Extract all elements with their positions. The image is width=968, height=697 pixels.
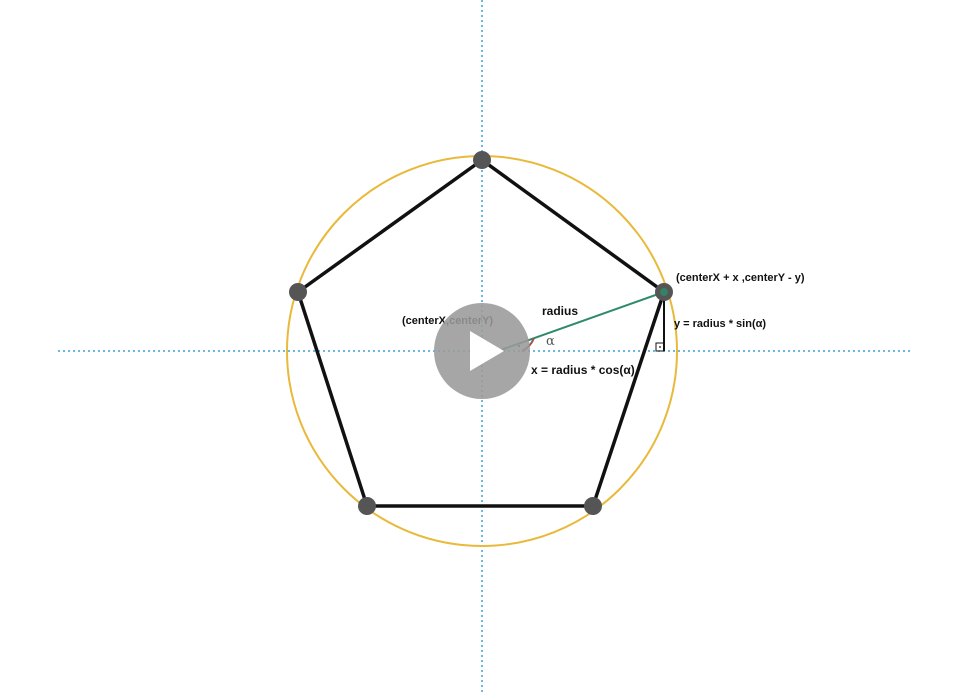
- right-angle-marker: [655, 342, 665, 352]
- x-formula-label: x = radius * cos(α): [531, 363, 635, 377]
- vertex-dot-lower-left: [358, 497, 376, 515]
- radius-label: radius: [542, 304, 578, 318]
- play-button[interactable]: [434, 303, 530, 399]
- vertex-dot-top: [473, 151, 491, 169]
- vertex-dot-lower-right: [584, 497, 602, 515]
- alpha-label: α: [546, 334, 555, 349]
- vertex-dot-upper-left: [289, 283, 307, 301]
- y-formula-label: y = radius * sin(α): [674, 318, 766, 330]
- pentagon: [296, 158, 666, 508]
- vertex-coordinate-label: (centerX + x ,centerY - y): [676, 272, 805, 284]
- active-vertex-accent: [660, 288, 668, 296]
- play-icon: [470, 331, 504, 371]
- right-angle-dot: [659, 346, 661, 348]
